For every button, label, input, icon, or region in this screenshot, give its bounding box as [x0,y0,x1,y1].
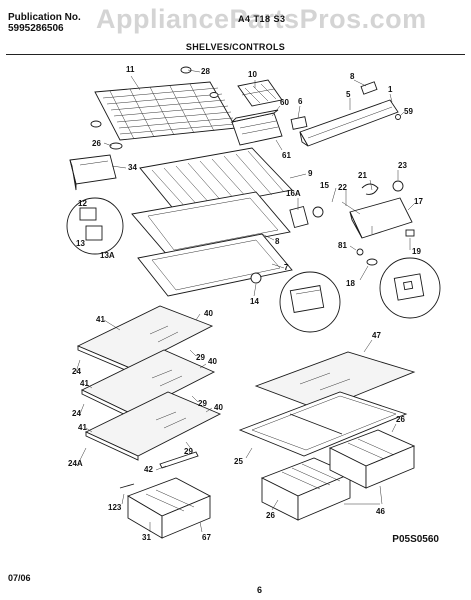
callout-34: 34 [128,163,137,172]
control-bar [299,81,399,147]
callout-31: 31 [142,533,151,542]
callout-29-b: 29 [198,399,207,408]
callout-1: 1 [388,85,393,94]
callout-17: 17 [414,197,423,206]
callout-40-b: 40 [208,357,217,366]
bracket [290,116,308,130]
callout-8: 8 [350,72,355,81]
header-rule [6,54,465,55]
callout-41-b: 41 [80,379,89,388]
thermostat-knob [289,205,324,229]
callout-12: 12 [78,199,87,208]
callout-42: 42 [144,465,153,474]
callout-9: 9 [308,169,313,178]
callout-24-a: 24 [72,367,81,376]
callout-10: 10 [248,70,257,79]
small-drawer [119,477,212,539]
damper [366,258,378,266]
callout-7: 7 [284,263,289,272]
detail-circle-center [279,271,341,333]
callout-22: 22 [338,183,347,192]
glass-shelf-1 [76,305,214,373]
section-title: SHELVES/CONTROLS [185,42,286,52]
control-box [341,180,413,239]
detail-circle-right [379,257,441,319]
callout-28: 28 [201,67,210,76]
callout-23: 23 [398,161,407,170]
knob [250,272,262,284]
callout-19: 19 [412,247,421,256]
crisper-drawer-right [328,429,416,489]
publication-label: Publication No. [8,12,81,23]
callout-13: 13 [76,239,85,248]
screw [395,114,401,120]
callout-24-b: 24 [72,409,81,418]
callout-29-a: 29 [196,353,205,362]
wire-shelf [90,66,237,141]
lower-frame [137,233,293,297]
callout-123: 123 [108,503,122,512]
callout-81: 81 [338,241,347,250]
grommet [356,248,364,256]
model-number: A4 T18 S3 [238,14,286,24]
callout-60: 60 [280,98,289,107]
shelf-frame [131,191,291,257]
callout-26-lower: 26 [266,511,275,520]
leader-lines [75,69,415,533]
callout-41-a: 41 [96,315,105,324]
glass-shelf-2 [80,349,216,419]
callout-26-upper: 26 [92,139,101,148]
callout-11: 11 [126,65,135,74]
callout-40-c: 40 [214,403,223,412]
ice-tray [237,79,283,107]
callout-40-a: 40 [204,309,213,318]
callout-26-right: 26 [396,415,405,424]
callout-67: 67 [202,533,211,542]
callout-29-c: 29 [184,447,193,456]
callout-59: 59 [404,107,413,116]
footer-date: 07/06 [8,573,31,583]
callout-46: 46 [376,507,385,516]
callout-18: 18 [346,279,355,288]
footer-page-number: 6 [257,585,263,595]
crisper-drawer-left [260,457,352,521]
watermark: AppliancePartsPros.com [96,4,427,34]
callout-47: 47 [372,331,381,340]
publication-block: Publication No. 5995286506 [8,12,81,34]
callout-13a: 13A [100,251,115,260]
snack-bin [69,154,117,191]
crisper-frame [238,391,408,457]
callout-15: 15 [320,181,329,190]
callout-5: 5 [346,90,351,99]
shelf-clip [109,142,123,150]
diagram-reference-code: P05S0560 [392,534,439,545]
callout-24A: 24A [68,459,83,468]
callout-14: 14 [250,297,259,306]
light-socket [405,229,415,237]
glass-shelf-3 [84,391,222,461]
callout-21: 21 [358,171,367,180]
callout-6: 6 [298,97,303,106]
detail-circle-left [66,197,124,255]
callout-16a: 16A [286,189,301,198]
trim-strip [159,451,199,469]
publication-number: 5995286506 [8,23,64,34]
callout-labels: 11 28 10 8 5 1 59 60 6 26 61 34 9 12 13 … [68,65,423,542]
crisper-glass [254,351,416,411]
callout-61: 61 [282,151,291,160]
control-housing [230,109,283,146]
callout-8-lower: 8 [275,237,280,246]
callout-41-c: 41 [78,423,87,432]
callout-25: 25 [234,457,243,466]
